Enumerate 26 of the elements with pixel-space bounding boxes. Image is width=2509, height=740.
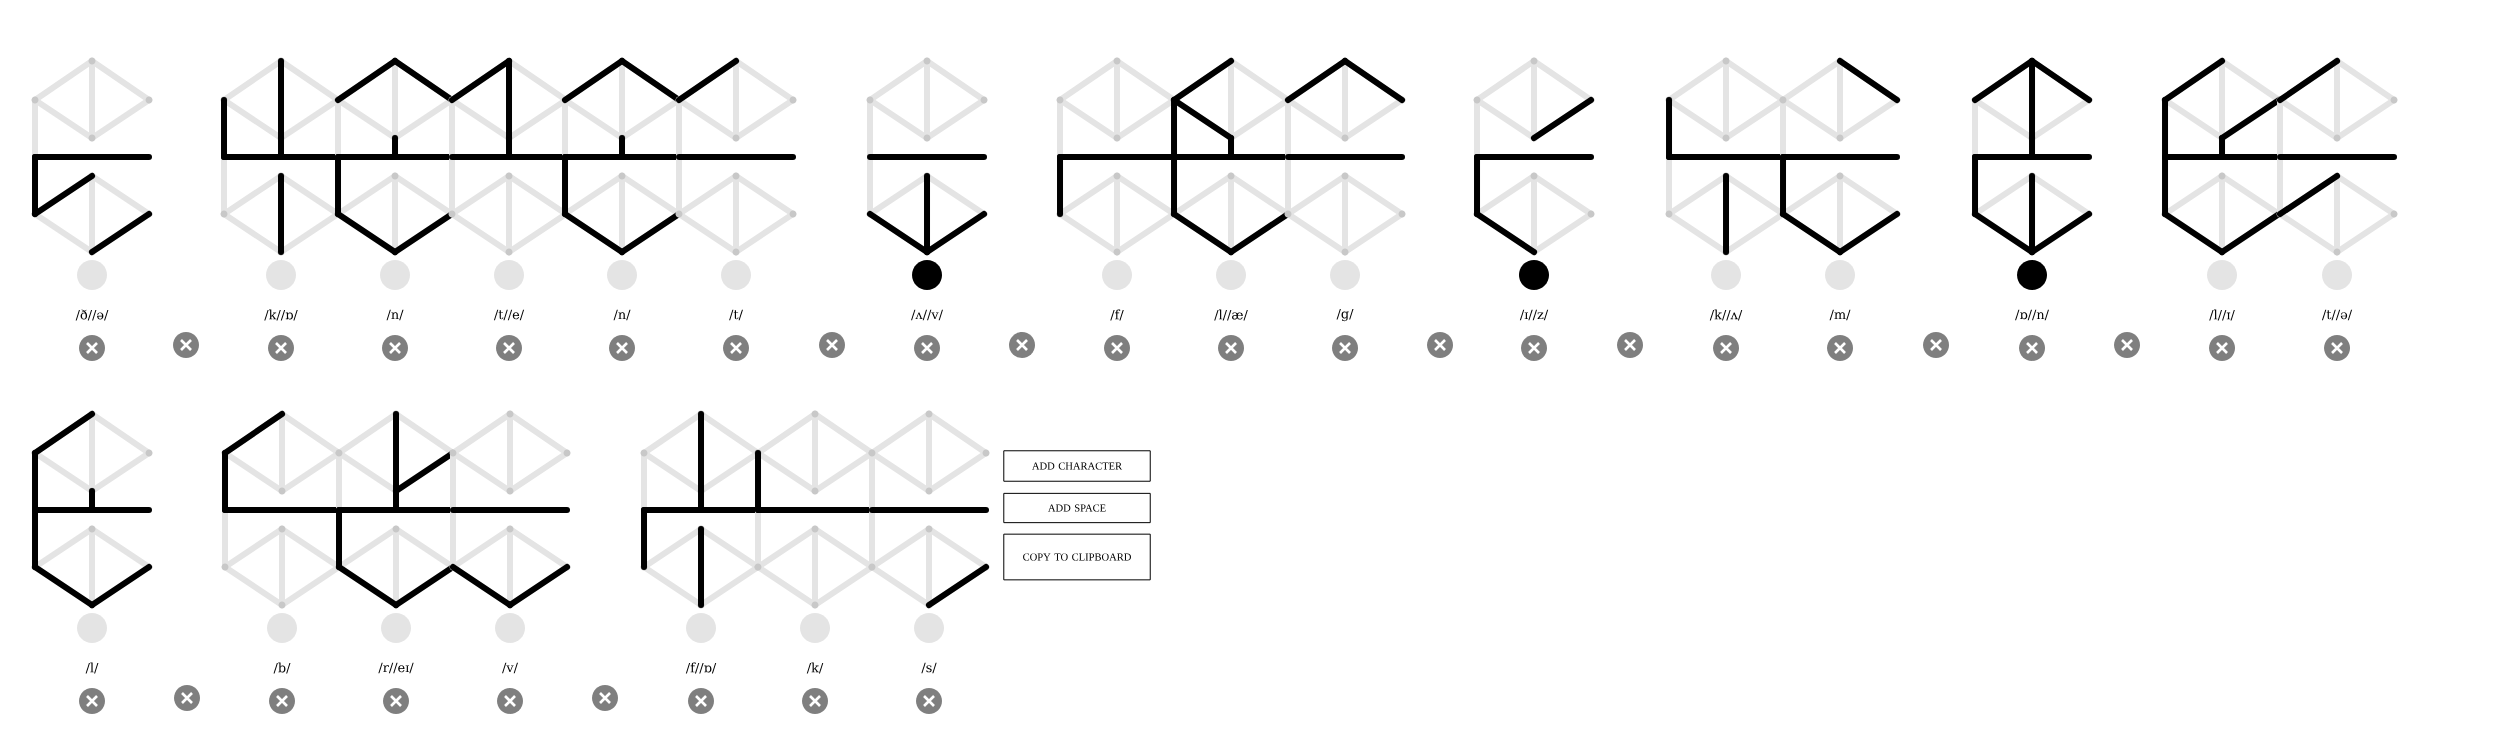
phoneme-label: /f//ɒ/ — [685, 662, 717, 674]
phoneme-label: /ɪ//z/ — [1519, 309, 1549, 321]
phoneme-label: /n/ — [613, 309, 631, 321]
button: ADD SPACE — [1003, 492, 1151, 524]
phoneme-label: /ɒ//n/ — [2015, 309, 2049, 321]
phoneme-label: /l//æ/ — [1214, 309, 1248, 321]
phoneme-label: /k//ɒ/ — [264, 309, 298, 321]
phoneme-label: /k//ʌ/ — [1709, 309, 1743, 321]
button: ADD CHARACTER — [1003, 450, 1151, 482]
phoneme-label: /ð//ə/ — [75, 309, 109, 321]
phoneme-label: /s/ — [921, 662, 937, 674]
phoneme-label: /l/ — [85, 662, 99, 674]
phoneme-label: /g/ — [1336, 308, 1354, 322]
phoneme-label: /v/ — [502, 662, 518, 674]
phoneme-label: /b/ — [273, 662, 291, 674]
phoneme-label: /t//ə/ — [2321, 309, 2353, 321]
phoneme-label: /l//ɪ/ — [2209, 309, 2235, 321]
phoneme-label: /t//e/ — [493, 309, 525, 321]
phoneme-label: /m/ — [1829, 309, 1851, 321]
button: COPY TO CLIPBOARD — [1003, 533, 1151, 581]
phoneme-label: /ʌ//v/ — [911, 309, 943, 321]
phoneme-label: /t/ — [729, 309, 743, 321]
phoneme-label: /r//eɪ/ — [378, 662, 414, 674]
phoneme-label: /n/ — [386, 309, 404, 321]
phoneme-label: /f/ — [1110, 309, 1124, 321]
phoneme-label: /k/ — [806, 662, 824, 674]
